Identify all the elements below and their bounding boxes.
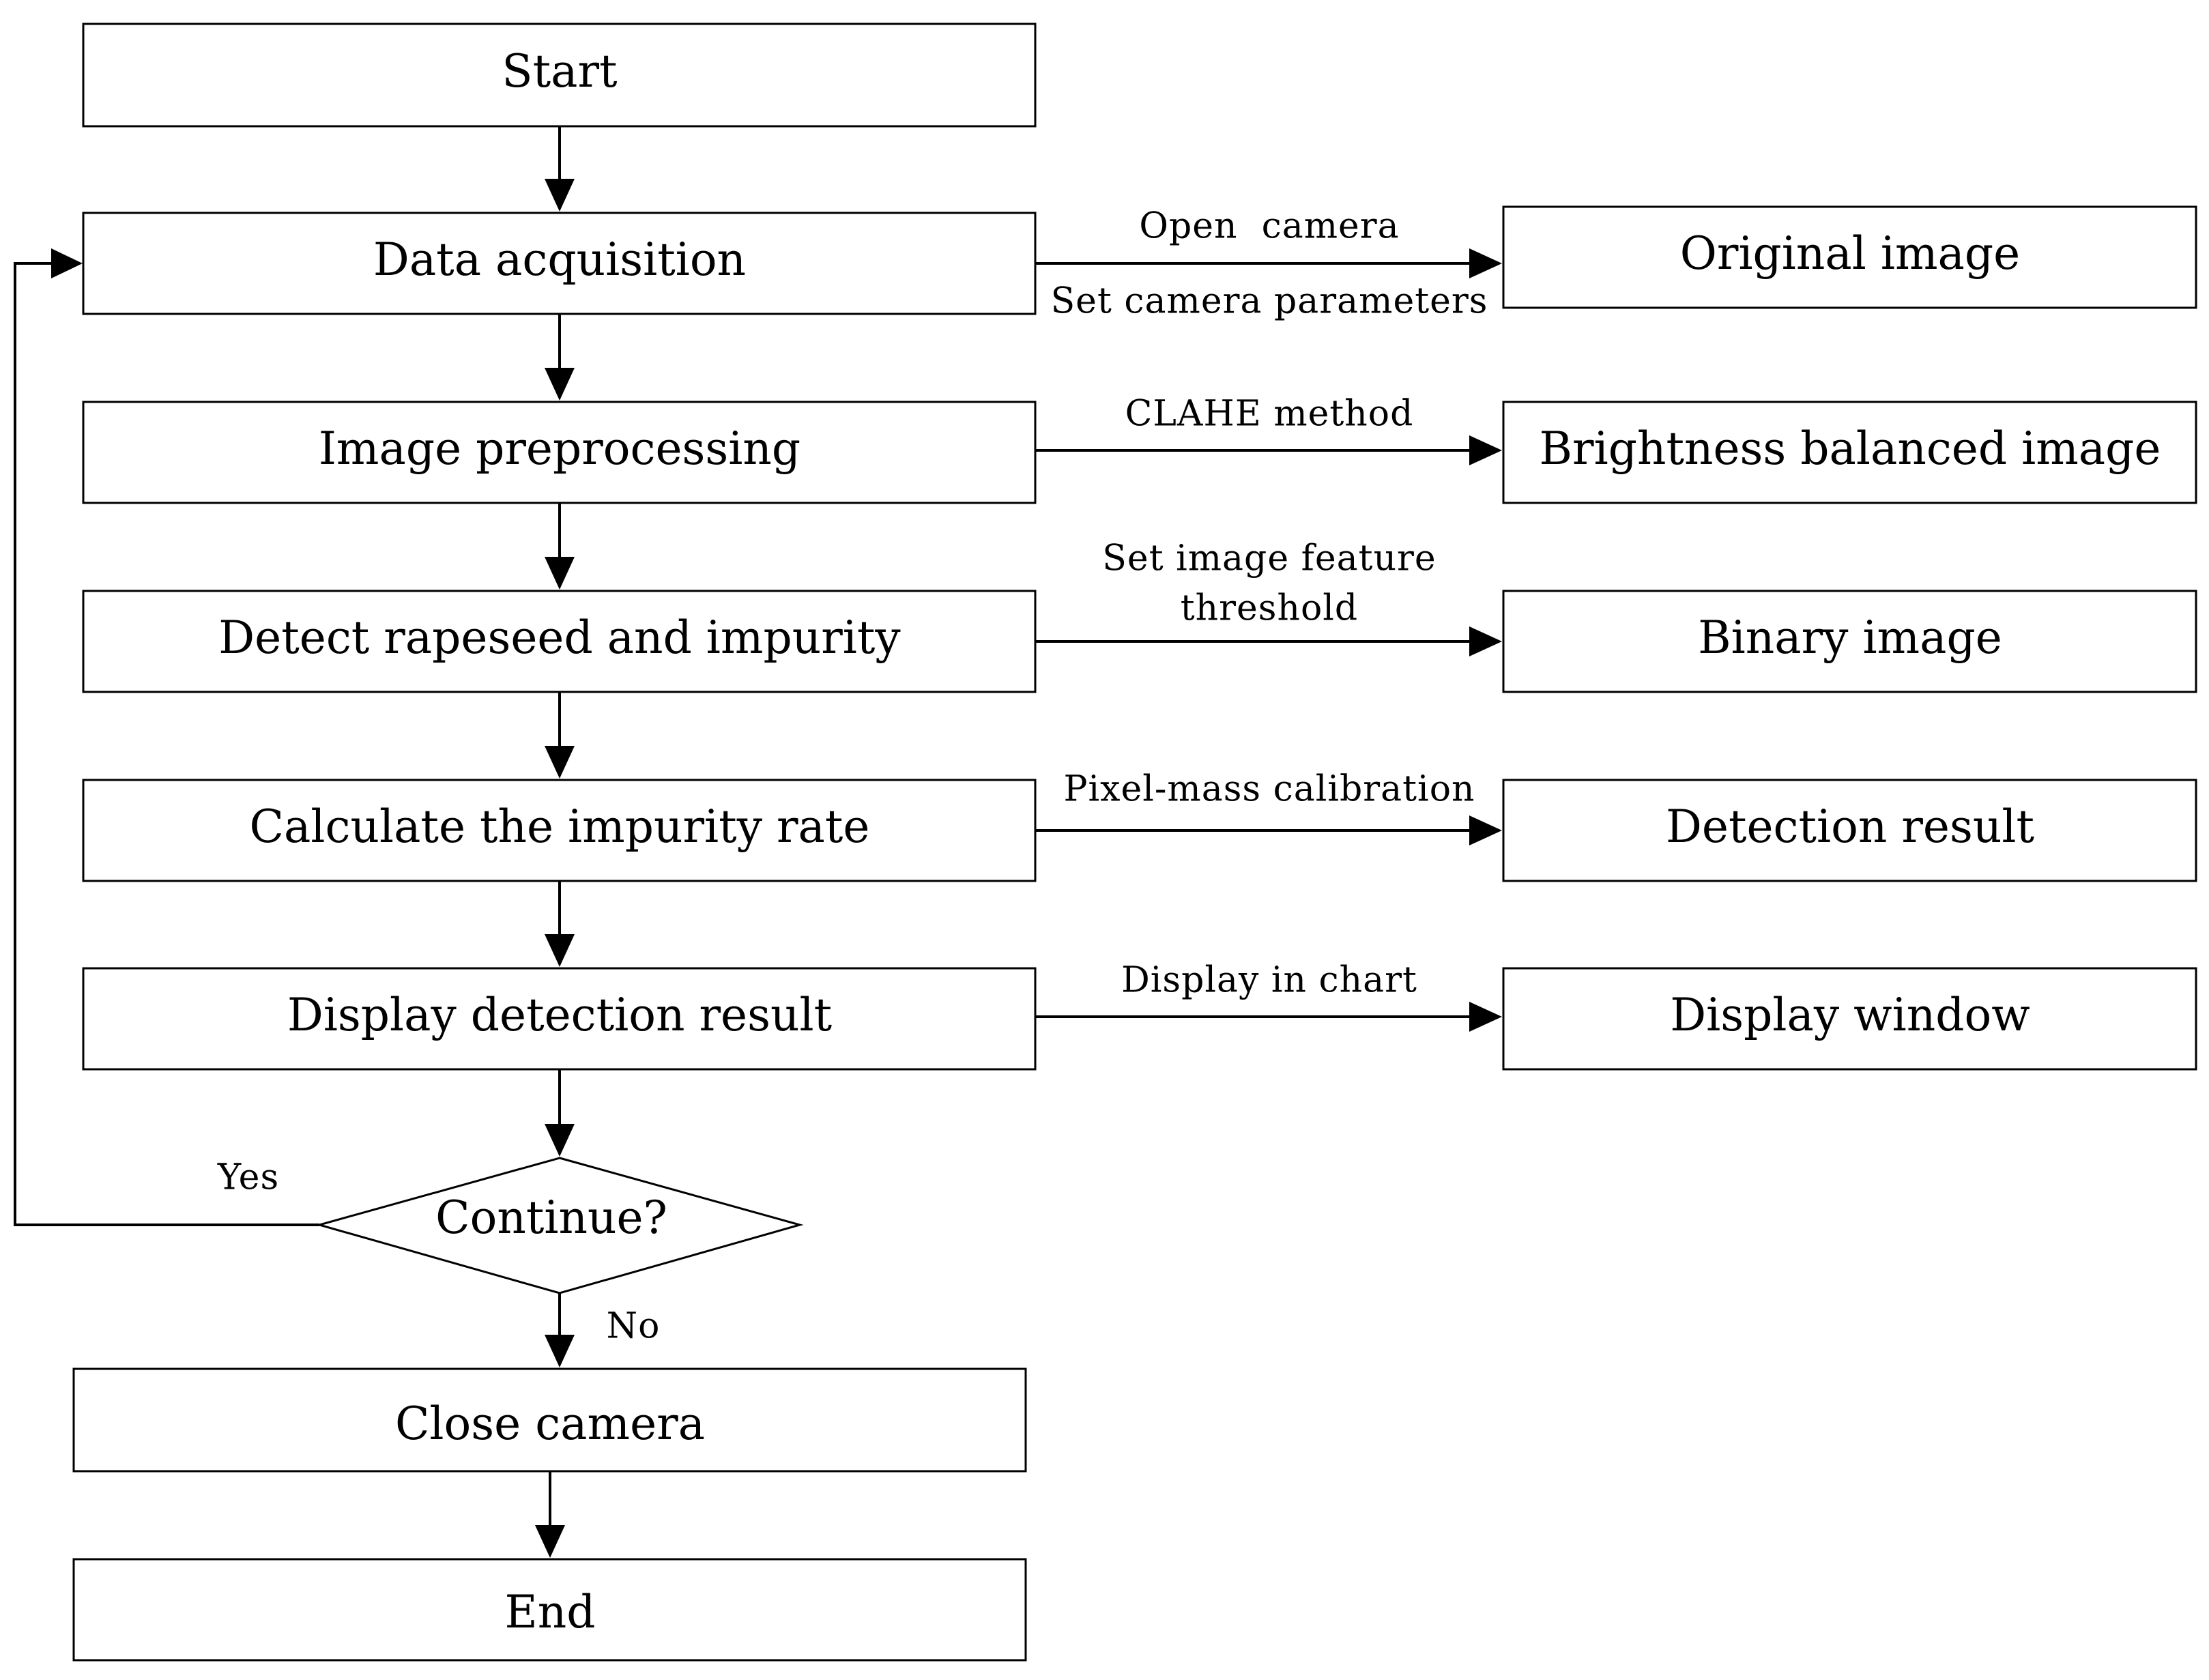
arrowhead-display-to-decision — [545, 1124, 575, 1157]
original-image-label: Original image — [1680, 227, 2020, 280]
display-window-box — [1502, 967, 2197, 1071]
detect-label: Detect rapeseed and impurity — [218, 611, 901, 664]
detection-result-box — [1502, 779, 2197, 882]
display-result-box — [82, 967, 1037, 1071]
brightness-balanced-label: Brightness balanced image — [1540, 422, 2161, 475]
image-preprocessing-label: Image preprocessing — [319, 422, 800, 475]
arrowhead-start-to-acquisition — [545, 179, 575, 212]
detect-box — [82, 590, 1037, 693]
start-box — [82, 23, 1037, 128]
binary-image-box — [1502, 590, 2197, 693]
set-camera-parameters-label: Set camera parameters — [1051, 281, 1488, 322]
arrowhead-calculate-to-display — [545, 934, 575, 967]
image-preprocessing-box — [82, 401, 1037, 504]
yes-label: Yes — [217, 1157, 279, 1198]
brightness-balanced-box — [1502, 401, 2197, 504]
display-window-label: Display window — [1670, 989, 2030, 1041]
data-acquisition-label: Data acquisition — [373, 233, 746, 286]
end-label: End — [505, 1586, 596, 1638]
no-label: No — [607, 1306, 661, 1347]
arrowhead-display-to-window — [1469, 1002, 1502, 1032]
loop-back-yes-path — [14, 262, 319, 1226]
calculate-label: Calculate the impurity rate — [250, 800, 870, 853]
close-camera-label: Close camera — [395, 1397, 705, 1450]
arrowhead-close-to-end — [535, 1525, 565, 1558]
calculate-box — [82, 779, 1037, 882]
arrowhead-preprocessing-to-brightness — [1469, 435, 1502, 465]
arrowhead-acquisition-to-original — [1469, 248, 1502, 278]
data-acquisition-box — [82, 212, 1037, 315]
arrowhead-detect-to-calculate — [545, 746, 575, 779]
threshold-label: threshold — [1181, 588, 1358, 629]
display-in-chart-label: Display in chart — [1121, 960, 1417, 1001]
binary-image-label: Binary image — [1698, 611, 2002, 664]
continue-label: Continue? — [435, 1191, 667, 1244]
detection-result-label: Detection result — [1666, 800, 2034, 853]
open-camera-label: Open camera — [1139, 206, 1399, 247]
set-image-feature-label: Set image feature — [1102, 538, 1436, 579]
start-label: Start — [502, 45, 617, 98]
pixel-mass-calibration-label: Pixel-mass calibration — [1064, 769, 1475, 810]
arrowhead-decision-to-close — [545, 1335, 575, 1367]
arrowhead-acquisition-to-preprocessing — [545, 368, 575, 401]
arrowhead-preprocessing-to-detect — [545, 557, 575, 590]
display-result-label: Display detection result — [287, 989, 832, 1041]
arrowhead-detect-to-binary — [1469, 626, 1502, 656]
close-camera-box — [72, 1367, 1027, 1473]
original-image-box — [1502, 205, 2197, 309]
end-box — [72, 1558, 1027, 1662]
arrowhead-calculate-to-detection — [1469, 815, 1502, 845]
arrowhead-loop-back — [51, 248, 83, 278]
clahe-method-label: CLAHE method — [1125, 394, 1414, 435]
